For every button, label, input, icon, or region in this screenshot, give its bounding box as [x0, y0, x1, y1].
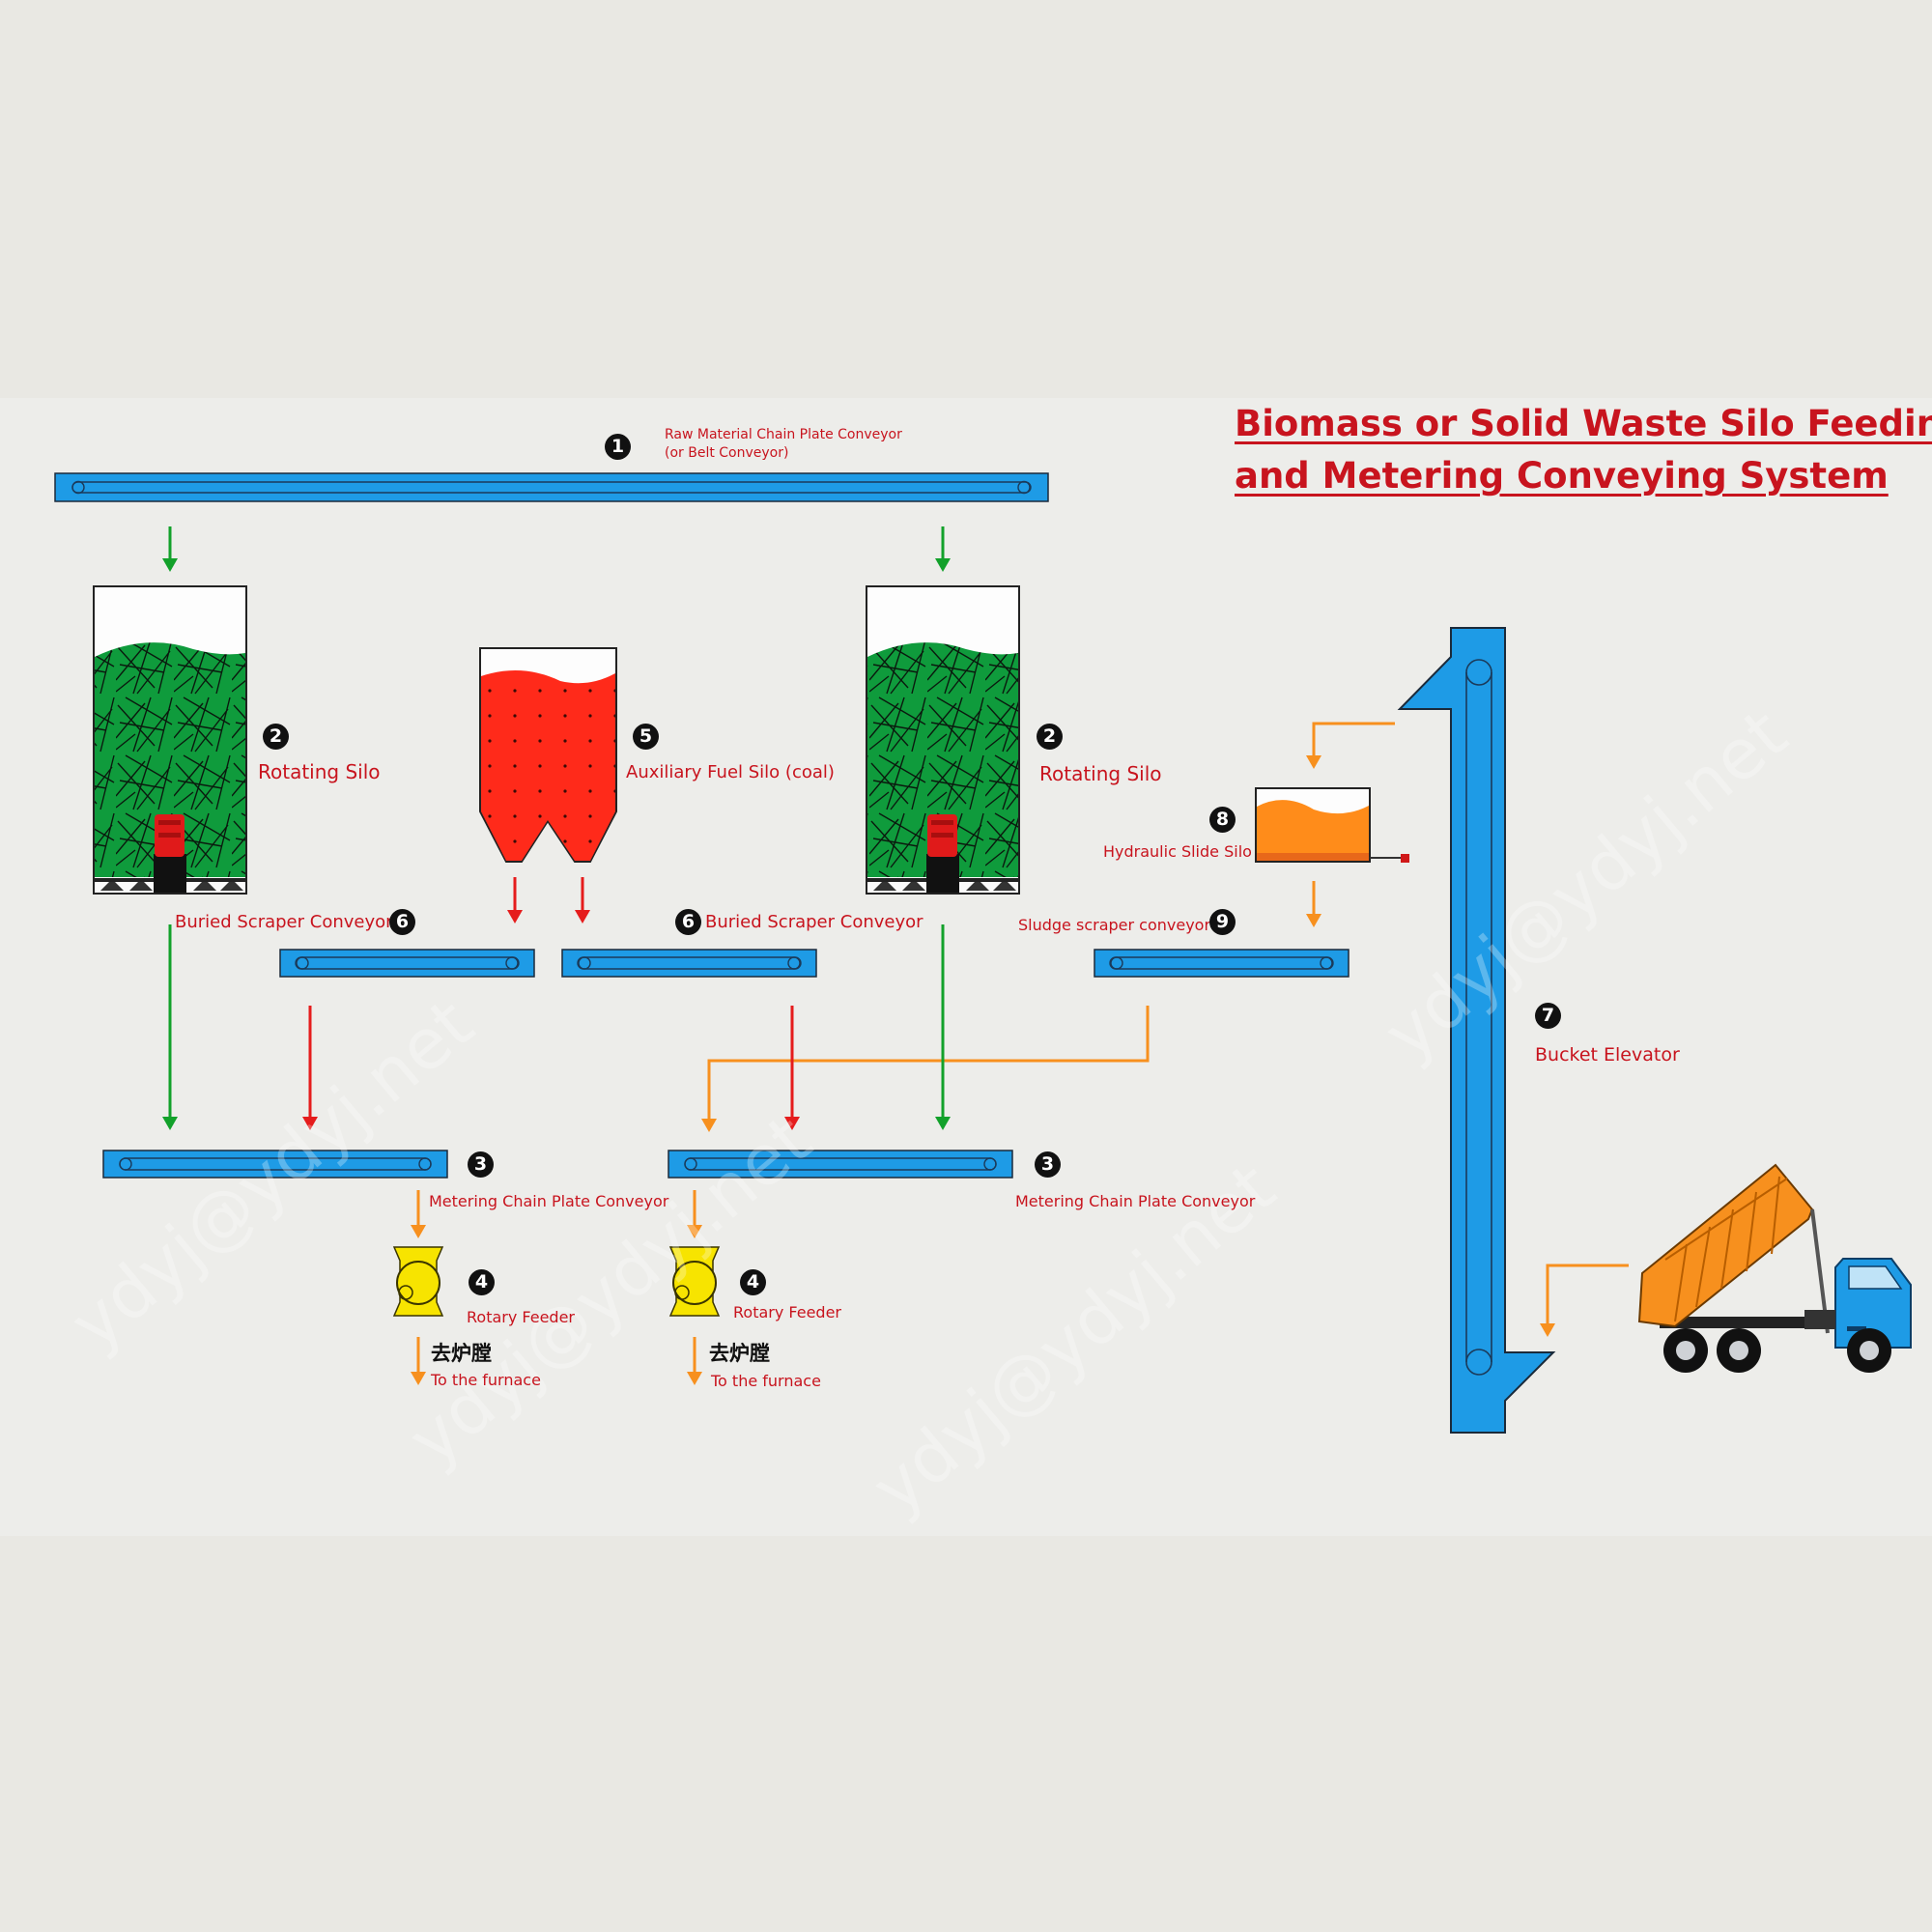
- buried-scraper-label-left: Buried Scraper Conveyor: [175, 912, 393, 932]
- raw-conveyor-label-2: (or Belt Conveyor): [665, 445, 789, 461]
- badge-4-left: 4: [469, 1269, 495, 1295]
- badge-6-right: 6: [675, 909, 701, 935]
- metering-label-right: Metering Chain Plate Conveyor: [1015, 1192, 1256, 1210]
- bucket-elevator: [1397, 627, 1556, 1434]
- rotary-feeder-left: [392, 1246, 444, 1317]
- rotating-silo-label-left: Rotating Silo: [258, 760, 381, 783]
- furnace-en-right: To the furnace: [711, 1372, 821, 1390]
- coal-to-metering-arrows: [302, 1006, 800, 1130]
- badge-9: 9: [1209, 909, 1236, 935]
- sludge-conveyor-label: Sludge scraper conveyor: [1018, 916, 1211, 934]
- sludge-arrows: [416, 722, 1629, 1374]
- title-line-1: Biomass or Solid Waste Silo Feeding: [1235, 403, 1932, 444]
- title-line-2: and Metering Conveying System: [1235, 455, 1889, 497]
- furnace-en-left: To the furnace: [431, 1371, 541, 1389]
- feed-arrows-green: [162, 526, 951, 572]
- dump-truck: [1637, 1163, 1912, 1373]
- buried-scraper-conveyor-right: [561, 949, 817, 978]
- badge-4-right: 4: [740, 1269, 766, 1295]
- coal-arrows: [507, 877, 590, 923]
- badge-1: 1: [605, 434, 631, 460]
- buried-scraper-conveyor-left: [279, 949, 535, 978]
- furnace-cn-left: 去炉膛: [431, 1342, 492, 1365]
- hydraulic-silo-label: Hydraulic Slide Silo: [1103, 842, 1252, 861]
- bucket-elevator-label: Bucket Elevator: [1535, 1044, 1680, 1065]
- buried-scraper-label-right: Buried Scraper Conveyor: [705, 912, 923, 932]
- rotating-silo-label-right: Rotating Silo: [1039, 762, 1162, 785]
- rotary-feeder-label-left: Rotary Feeder: [467, 1308, 575, 1326]
- rotating-silo-left: [93, 585, 247, 895]
- badge-6-left: 6: [389, 909, 415, 935]
- hydraulic-slide-silo: [1255, 787, 1409, 863]
- metering-conveyor-left: [102, 1150, 448, 1179]
- badge-5: 5: [633, 724, 659, 750]
- badge-8: 8: [1209, 807, 1236, 833]
- rotating-silo-right: [866, 585, 1020, 895]
- badge-3-left: 3: [468, 1151, 494, 1178]
- metering-label-left: Metering Chain Plate Conveyor: [429, 1192, 669, 1210]
- orange-arrowheads: [411, 755, 1555, 1385]
- biomass-arrows: [162, 924, 951, 1130]
- aux-silo-label: Auxiliary Fuel Silo (coal): [626, 762, 835, 782]
- raw-conveyor-label-1: Raw Material Chain Plate Conveyor: [665, 427, 902, 442]
- badge-7: 7: [1535, 1003, 1561, 1029]
- badge-2-right: 2: [1037, 724, 1063, 750]
- metering-conveyor-right: [668, 1150, 1013, 1179]
- badge-2-left: 2: [263, 724, 289, 750]
- diagram-title: Biomass or Solid Waste Silo Feeding and …: [1235, 398, 1932, 502]
- sludge-scraper-conveyor: [1094, 949, 1350, 978]
- rotary-feeder-label-right: Rotary Feeder: [733, 1303, 841, 1321]
- auxiliary-fuel-silo: [479, 647, 617, 863]
- furnace-cn-right: 去炉膛: [709, 1342, 770, 1365]
- badge-3-right: 3: [1035, 1151, 1061, 1178]
- raw-material-conveyor: [54, 472, 1049, 502]
- rotary-feeder-right: [668, 1246, 721, 1317]
